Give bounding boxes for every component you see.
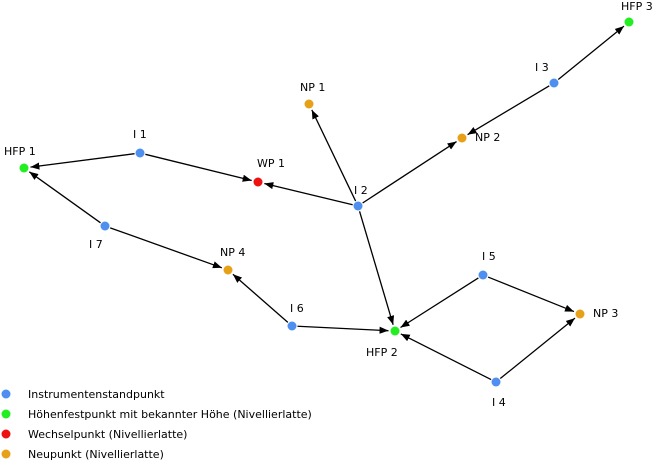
node-label-np2: NP 2 xyxy=(475,131,500,144)
node-wp1 xyxy=(253,177,263,187)
node-label-i2: I 2 xyxy=(354,184,368,197)
edge-i4-to-np3 xyxy=(499,317,576,380)
edge-i6-to-hfp2 xyxy=(297,325,389,334)
node-label-hfp1: HFP 1 xyxy=(4,145,36,158)
node-i1 xyxy=(135,148,145,158)
node-i4 xyxy=(491,377,501,387)
node-label-i4: I 4 xyxy=(492,396,506,409)
edge-i4-to-hfp2 xyxy=(400,333,492,381)
edge-i1-to-wp1 xyxy=(145,153,252,182)
node-np3 xyxy=(575,309,585,319)
node-label-i6: I 6 xyxy=(290,302,304,315)
node-label-np4: NP 4 xyxy=(220,246,245,259)
node-label-i3: I 3 xyxy=(535,61,549,74)
node-hfp3 xyxy=(624,17,634,27)
node-i7 xyxy=(100,221,110,231)
legend-marker-turning xyxy=(1,429,11,439)
edge-i5-to-np3 xyxy=(487,276,575,313)
node-label-np3: NP 3 xyxy=(593,307,618,320)
node-np1 xyxy=(304,99,314,109)
edge-i5-to-hfp2 xyxy=(400,277,479,329)
legend-marker-new xyxy=(1,449,11,459)
node-label-hfp3: HFP 3 xyxy=(621,0,653,13)
edges-layer xyxy=(28,25,625,381)
node-label-i5: I 5 xyxy=(482,250,496,263)
node-label-np1: NP 1 xyxy=(300,81,325,94)
legend-label-new: Neupunkt (Nivellierlatte) xyxy=(28,448,164,461)
edge-i7-to-hfp1 xyxy=(28,171,101,224)
legend-marker-benchmark xyxy=(1,409,11,419)
node-np2 xyxy=(457,133,467,143)
node-label-hfp2: HFP 2 xyxy=(366,346,398,359)
edge-i2-to-np1 xyxy=(311,109,357,202)
edge-i6-to-np4 xyxy=(232,273,289,323)
legend-marker-instrument xyxy=(1,389,11,399)
legend-label-benchmark: Höhenfestpunkt mit bekannter Höhe (Nivel… xyxy=(28,408,312,421)
node-i2 xyxy=(353,201,363,211)
node-label-wp1: WP 1 xyxy=(257,157,285,170)
edge-i2-to-np2 xyxy=(362,141,457,204)
edge-i3-to-hfp3 xyxy=(557,25,625,81)
node-i6 xyxy=(287,321,297,331)
legend-label-turning: Wechselpunkt (Nivellierlatte) xyxy=(28,428,187,441)
edge-i2-to-wp1 xyxy=(264,182,353,206)
node-i3 xyxy=(549,78,559,88)
edge-i3-to-np2 xyxy=(467,85,550,136)
node-i5 xyxy=(478,270,488,280)
node-label-i7: I 7 xyxy=(89,238,103,251)
node-np4 xyxy=(223,265,233,275)
node-label-i1: I 1 xyxy=(133,128,147,141)
nodes-layer xyxy=(19,17,634,387)
node-hfp2 xyxy=(390,326,400,336)
labels-layer: HFP 1 I 1 WP 1 I 7 NP 4 I 6 HFP 2 I 2 NP 1 NP 2 I … xyxy=(4,0,653,409)
edge-i2-to-hfp2 xyxy=(358,211,395,325)
legend-label-instrument: Instrumentenstandpunkt xyxy=(28,388,165,401)
node-hfp1 xyxy=(19,163,29,173)
edge-i1-to-hfp1 xyxy=(30,153,135,170)
edge-i7-to-np4 xyxy=(109,227,223,269)
